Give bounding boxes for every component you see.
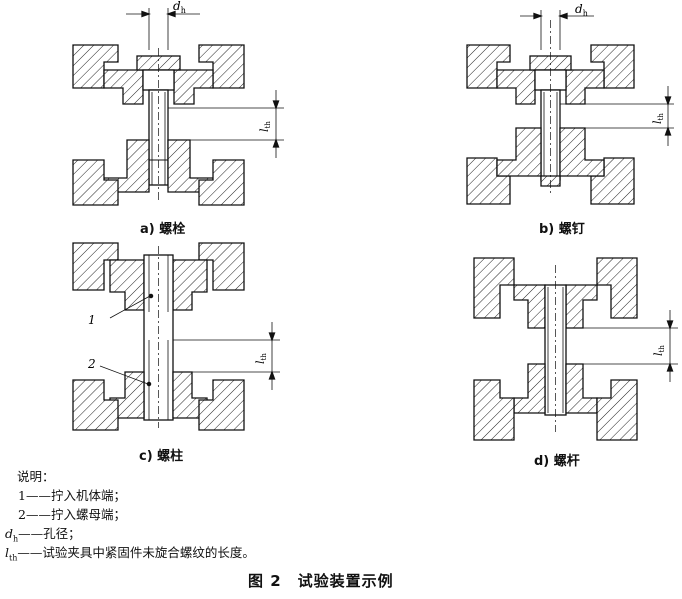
upper-plate — [565, 284, 598, 329]
legend-item-lth: lth——试验夹具中紧固件未旋合螺纹的长度。 — [5, 542, 255, 563]
caption-c: c) 螺柱 — [139, 449, 184, 464]
callout-1: 1 — [88, 313, 96, 327]
svg-text:lth: lth — [254, 353, 268, 364]
upper-plate — [565, 69, 605, 105]
upper-fixture-block — [473, 257, 515, 319]
svg-text:lth: lth — [652, 345, 666, 356]
lower-plate — [513, 363, 546, 414]
figure-title: 图 2 试验装置示例 — [248, 572, 394, 590]
caption-b: b) 螺钉 — [539, 222, 585, 237]
lower-fixture-block — [473, 379, 515, 441]
dim-lth-label-c: lth — [254, 353, 268, 364]
upper-plate — [103, 69, 144, 105]
callout-2: 2 — [87, 357, 96, 371]
lower-fixture-block — [596, 379, 638, 441]
legend-item-2: 2——拧入螺母端； — [18, 507, 126, 522]
upper-plate — [496, 69, 536, 105]
dim-dh-label-b: dh — [575, 2, 588, 18]
lower-fixture-block — [198, 379, 245, 431]
diagram-a-bolt — [72, 8, 284, 206]
legend-heading: 说明： — [17, 469, 55, 484]
dim-dh-label-a: dh — [173, 0, 186, 15]
legend-dh-text: ——孔径； — [18, 526, 81, 541]
lower-fixture-block — [198, 159, 245, 206]
legend-lth-text: ——试验夹具中紧固件未旋合螺纹的长度。 — [17, 545, 255, 560]
diagram-b-screw — [466, 10, 674, 205]
dim-lth-label-b: lth — [651, 113, 665, 124]
upper-fixture-block — [466, 44, 511, 89]
upper-nut-block — [172, 259, 208, 311]
dim-lth-label-a: lth — [258, 121, 272, 132]
upper-fixture-block — [596, 257, 638, 319]
legend-lth-sub: th — [9, 553, 18, 563]
legend-item-dh: dh——孔径； — [5, 523, 81, 544]
upper-fixture-block — [72, 44, 119, 89]
lower-block — [496, 127, 605, 187]
svg-text:lth: lth — [258, 121, 272, 132]
upper-fixture-block — [72, 242, 119, 291]
diagram-c-stud — [72, 242, 280, 431]
upper-fixture-block — [590, 44, 635, 89]
lower-plate — [565, 363, 598, 414]
lower-fixture-block — [72, 379, 119, 431]
upper-fixture-block — [198, 242, 245, 291]
upper-plate — [513, 284, 546, 329]
legend-dh-symbol: d — [5, 526, 14, 541]
diagram-d-rod — [473, 257, 678, 441]
legend-lth-symbol: l — [5, 545, 9, 560]
upper-fixture-block — [198, 44, 245, 89]
bolt-shank — [148, 89, 169, 186]
caption-d: d) 螺杆 — [534, 454, 580, 469]
lower-fixture-block — [72, 159, 119, 206]
upper-plate — [173, 69, 214, 105]
svg-text:lth: lth — [651, 113, 665, 124]
legend-item-1: 1——拧入机体端； — [18, 488, 126, 503]
legend-dh-sub: h — [13, 534, 19, 544]
dim-lth-label-d: lth — [652, 345, 666, 356]
caption-a: a) 螺栓 — [140, 222, 186, 237]
